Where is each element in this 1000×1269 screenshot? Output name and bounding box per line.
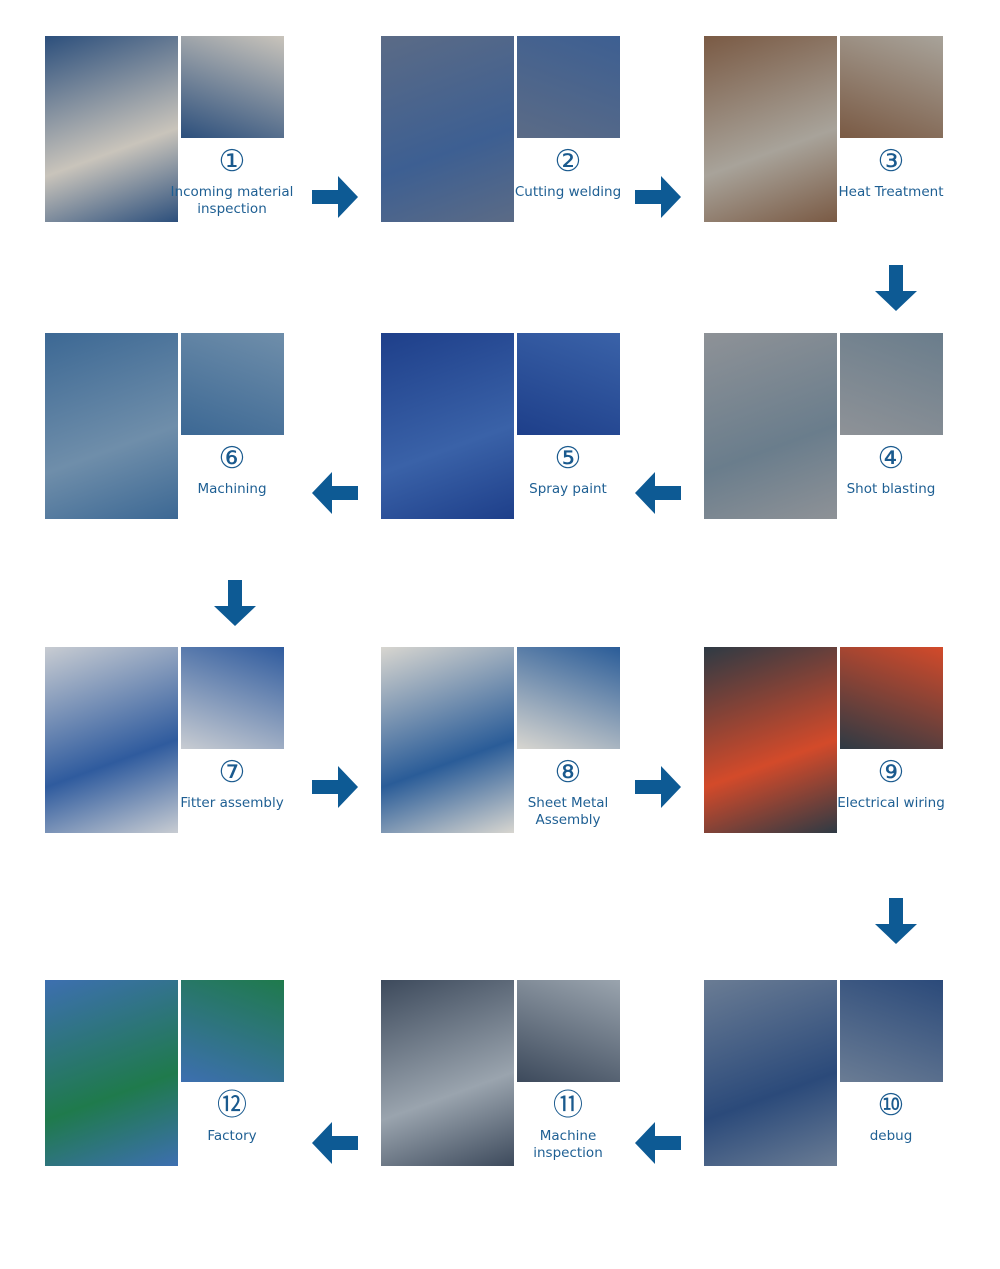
step-photo-detail bbox=[181, 980, 284, 1082]
step-label: Spray paint bbox=[529, 481, 607, 497]
step-photo-main bbox=[45, 647, 178, 833]
step-photo-detail bbox=[840, 333, 943, 435]
step-photo-detail bbox=[181, 36, 284, 138]
step-photo-main bbox=[704, 980, 837, 1166]
step-photo-main bbox=[45, 333, 178, 519]
step-photo-main bbox=[381, 36, 514, 222]
step-number: ⑧ bbox=[554, 755, 582, 790]
step-label: Heat Treatment bbox=[838, 184, 944, 200]
step-photo-main bbox=[704, 647, 837, 833]
arrow-right-icon bbox=[312, 176, 358, 222]
step-photo-main bbox=[704, 333, 837, 519]
step-number: ① bbox=[218, 144, 246, 179]
arrow-right-icon bbox=[635, 176, 681, 222]
step-number: ② bbox=[554, 144, 582, 179]
step-number: ③ bbox=[877, 144, 905, 179]
step-label: Fitter assembly bbox=[180, 795, 284, 811]
step-photo-detail bbox=[517, 980, 620, 1082]
arrow-right-icon bbox=[312, 766, 358, 812]
step-label: Electrical wiring bbox=[837, 795, 945, 811]
step-photo-main bbox=[381, 333, 514, 519]
step-photo-main bbox=[45, 980, 178, 1166]
step-number: ⑩ bbox=[877, 1088, 905, 1123]
arrow-left-icon bbox=[635, 472, 681, 518]
step-photo-detail bbox=[840, 647, 943, 749]
step-photo-main bbox=[381, 647, 514, 833]
arrow-down-icon bbox=[214, 580, 260, 630]
step-photo-main bbox=[704, 36, 837, 222]
step-photo-detail bbox=[840, 36, 943, 138]
arrow-down-icon bbox=[875, 898, 921, 948]
step-number: ⑥ bbox=[218, 441, 246, 476]
step-photo-main bbox=[381, 980, 514, 1166]
step-label: Cutting welding bbox=[514, 184, 622, 200]
step-number: ⑪ bbox=[553, 1088, 583, 1123]
step-photo-detail bbox=[517, 36, 620, 138]
step-label: Machining bbox=[197, 481, 267, 497]
arrow-left-icon bbox=[635, 1122, 681, 1168]
step-number: ⑤ bbox=[554, 441, 582, 476]
step-photo-detail bbox=[181, 647, 284, 749]
step-number: ⑦ bbox=[218, 755, 246, 790]
step-label: Factory bbox=[207, 1128, 257, 1144]
step-label: debug bbox=[869, 1128, 913, 1144]
arrow-down-icon bbox=[875, 265, 921, 315]
arrow-left-icon bbox=[312, 1122, 358, 1168]
step-number: ⑫ bbox=[217, 1088, 247, 1123]
step-label: Sheet Metal Assembly bbox=[527, 795, 609, 828]
step-number: ④ bbox=[877, 441, 905, 476]
step-label: Machine inspection bbox=[533, 1128, 603, 1161]
arrow-left-icon bbox=[312, 472, 358, 518]
step-photo-detail bbox=[517, 647, 620, 749]
step-photo-main bbox=[45, 36, 178, 222]
step-photo-detail bbox=[840, 980, 943, 1082]
step-label: Shot blasting bbox=[846, 481, 936, 497]
step-label: Incoming material inspection bbox=[170, 184, 294, 217]
step-photo-detail bbox=[181, 333, 284, 435]
arrow-right-icon bbox=[635, 766, 681, 812]
step-photo-detail bbox=[517, 333, 620, 435]
step-number: ⑨ bbox=[877, 755, 905, 790]
